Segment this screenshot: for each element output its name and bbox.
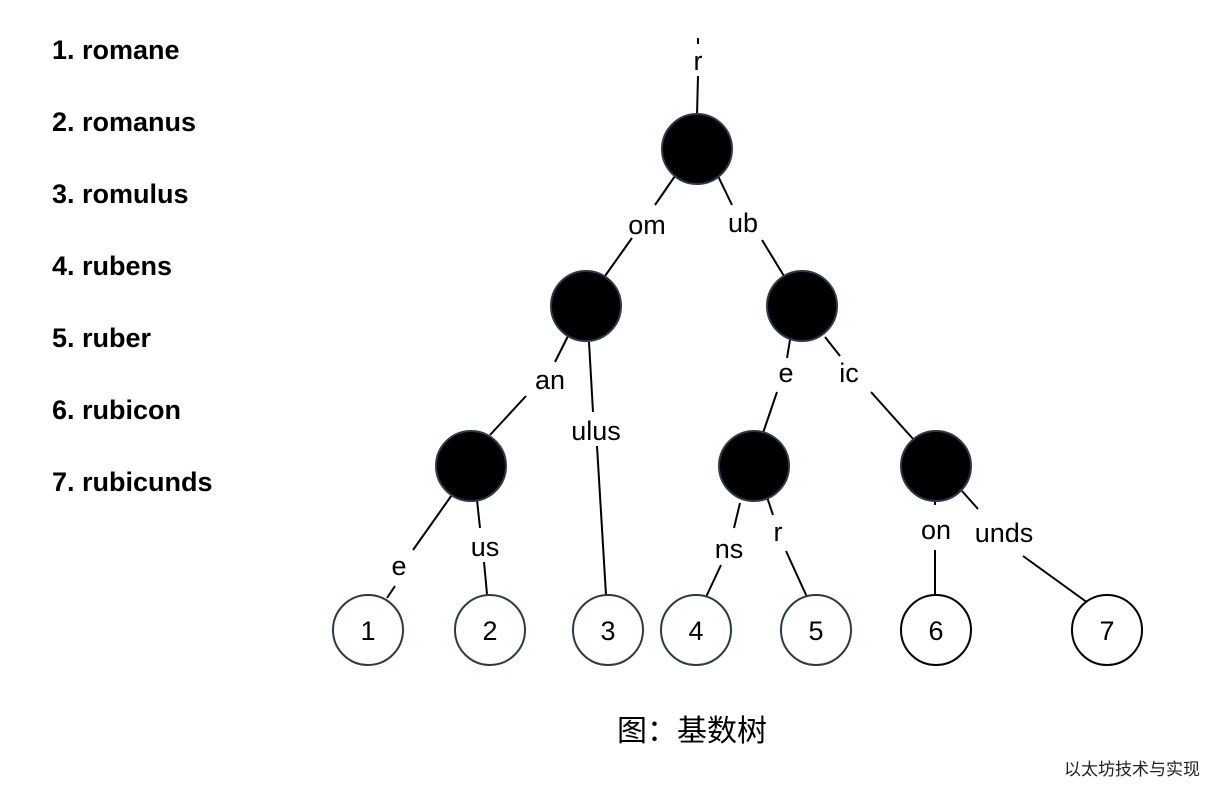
word-list: 1. romane 2. romanus 3. romulus 4. ruben… — [52, 30, 213, 534]
word-item-2: 2. romanus — [52, 107, 197, 137]
leaf-label-1: 1 — [360, 616, 375, 646]
edge-e-left — [762, 391, 778, 434]
tree-node-roman — [435, 430, 507, 502]
leaf-label-3: 3 — [600, 616, 615, 646]
edge-e-left — [786, 339, 791, 359]
radix-tree-diagram: 1 2 3 4 5 6 7 r om ub an ulus e ic e us … — [332, 38, 1143, 666]
tree-node-rom — [550, 270, 622, 342]
edge-us — [476, 499, 481, 529]
edge-ic — [824, 336, 841, 357]
edge-label-root: r — [694, 46, 703, 76]
edge-ic — [870, 391, 915, 441]
edge-label-e-left: e — [778, 358, 793, 388]
edge-label-on: on — [921, 515, 951, 545]
edge-unds — [1022, 555, 1089, 604]
edge-label-om: om — [628, 210, 666, 240]
edge-label-unds: unds — [975, 518, 1034, 548]
edge-an — [554, 335, 569, 363]
edge-e-bottom — [412, 491, 455, 551]
leaf-label-5: 5 — [808, 616, 823, 646]
leaf-node-4 — [660, 594, 732, 666]
edge-label-ub: ub — [728, 208, 758, 238]
edge-ulus — [596, 445, 607, 596]
word-item-6: 6. rubicon — [52, 395, 182, 425]
watermark: 以太坊技术与实现 — [1064, 760, 1200, 780]
leaf-node-1 — [332, 594, 404, 666]
leaf-node-2 — [454, 594, 526, 666]
edge-us — [483, 561, 488, 595]
edge-ns — [733, 502, 741, 529]
word-item-1: 1. romane — [52, 35, 180, 65]
edge-root — [696, 75, 699, 116]
edge-r — [785, 550, 808, 598]
edge-label-ic: ic — [839, 358, 859, 388]
leaf-node-6 — [900, 594, 972, 666]
leaf-node-5 — [780, 594, 852, 666]
edge-ub — [761, 239, 785, 277]
edge-om — [604, 237, 633, 277]
leaf-node-3 — [572, 594, 644, 666]
tree-node-root — [661, 113, 733, 185]
edge-label-ulus: ulus — [571, 416, 621, 446]
edge-ulus — [588, 341, 594, 413]
edge-label-us: us — [471, 532, 500, 562]
tree-node-rub — [766, 270, 838, 342]
edge-label-e-bottom: e — [391, 551, 406, 581]
edge-label-ns: ns — [715, 534, 744, 564]
tree-node-rube — [718, 430, 790, 502]
edge-ns — [705, 564, 722, 598]
word-item-4: 4. rubens — [52, 251, 173, 281]
word-item-3: 3. romulus — [52, 179, 189, 209]
edge-unds — [961, 490, 979, 510]
leaf-node-7 — [1071, 594, 1143, 666]
tree-node-rubic — [900, 430, 972, 502]
leaf-label-6: 6 — [928, 616, 943, 646]
edge-e-bottom — [386, 585, 396, 599]
edge-ub — [717, 175, 733, 206]
edge-an — [489, 395, 527, 436]
figure-caption: 图：基数树 — [617, 714, 767, 749]
edge-label-an: an — [535, 365, 565, 395]
word-item-7: 7. rubicunds — [52, 467, 213, 497]
edge-label-r: r — [774, 517, 783, 547]
word-item-5: 5. ruber — [52, 323, 152, 353]
edge-r — [766, 496, 774, 516]
leaf-label-7: 7 — [1099, 616, 1114, 646]
edge-om — [654, 175, 676, 206]
leaf-label-4: 4 — [688, 616, 703, 646]
leaf-label-2: 2 — [482, 616, 497, 646]
